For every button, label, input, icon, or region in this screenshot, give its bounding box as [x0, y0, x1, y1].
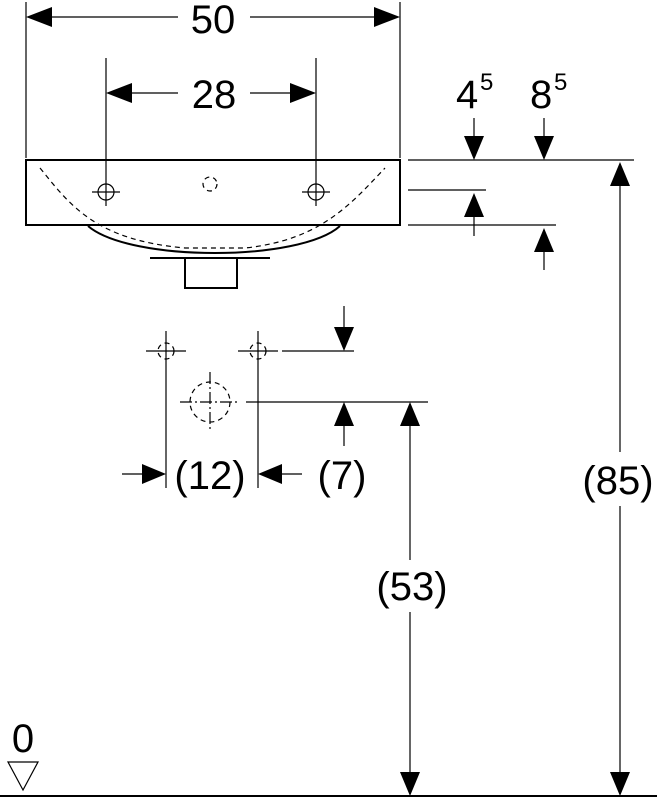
floor-level-label: 0 [12, 717, 34, 761]
supply-point-right [238, 331, 278, 369]
tap-hole-left [92, 178, 120, 206]
drain-outlet [180, 372, 240, 432]
dimension-overflow-depth: 4 5 [408, 69, 493, 236]
supply-offset-label: (7) [318, 454, 367, 498]
dimension-rim-height: (85) [582, 162, 654, 796]
supply-point-left [146, 331, 186, 369]
tap-hole-spacing-label: 28 [192, 73, 237, 117]
floor-level: 0 [0, 717, 657, 797]
drain-height-label: (53) [376, 565, 447, 609]
rim-offset-sup: 5 [554, 69, 567, 96]
rim-offset-label: 8 [530, 73, 552, 117]
overall-width-label: 50 [191, 0, 236, 42]
supply-spacing-label: (12) [174, 454, 245, 498]
drain-offset-arrow [334, 402, 354, 446]
dimension-drain-height: (53) [376, 402, 448, 796]
overflow-depth-label: 4 [456, 73, 478, 117]
rim-height-label: (85) [582, 459, 653, 503]
dimension-supply-spacing: (12) [122, 369, 259, 498]
dimension-supply-offset: (7) [258, 454, 366, 498]
dimension-overall-width: 50 [25, 0, 401, 158]
washbasin-outline [25, 159, 401, 289]
tap-hole-right [302, 178, 330, 206]
dimension-rim-offset: 8 5 [408, 69, 567, 270]
overflow-depth-sup: 5 [480, 69, 493, 96]
dimension-tap-hole-spacing: 28 [105, 58, 317, 178]
supply-height-arrow [334, 306, 354, 351]
